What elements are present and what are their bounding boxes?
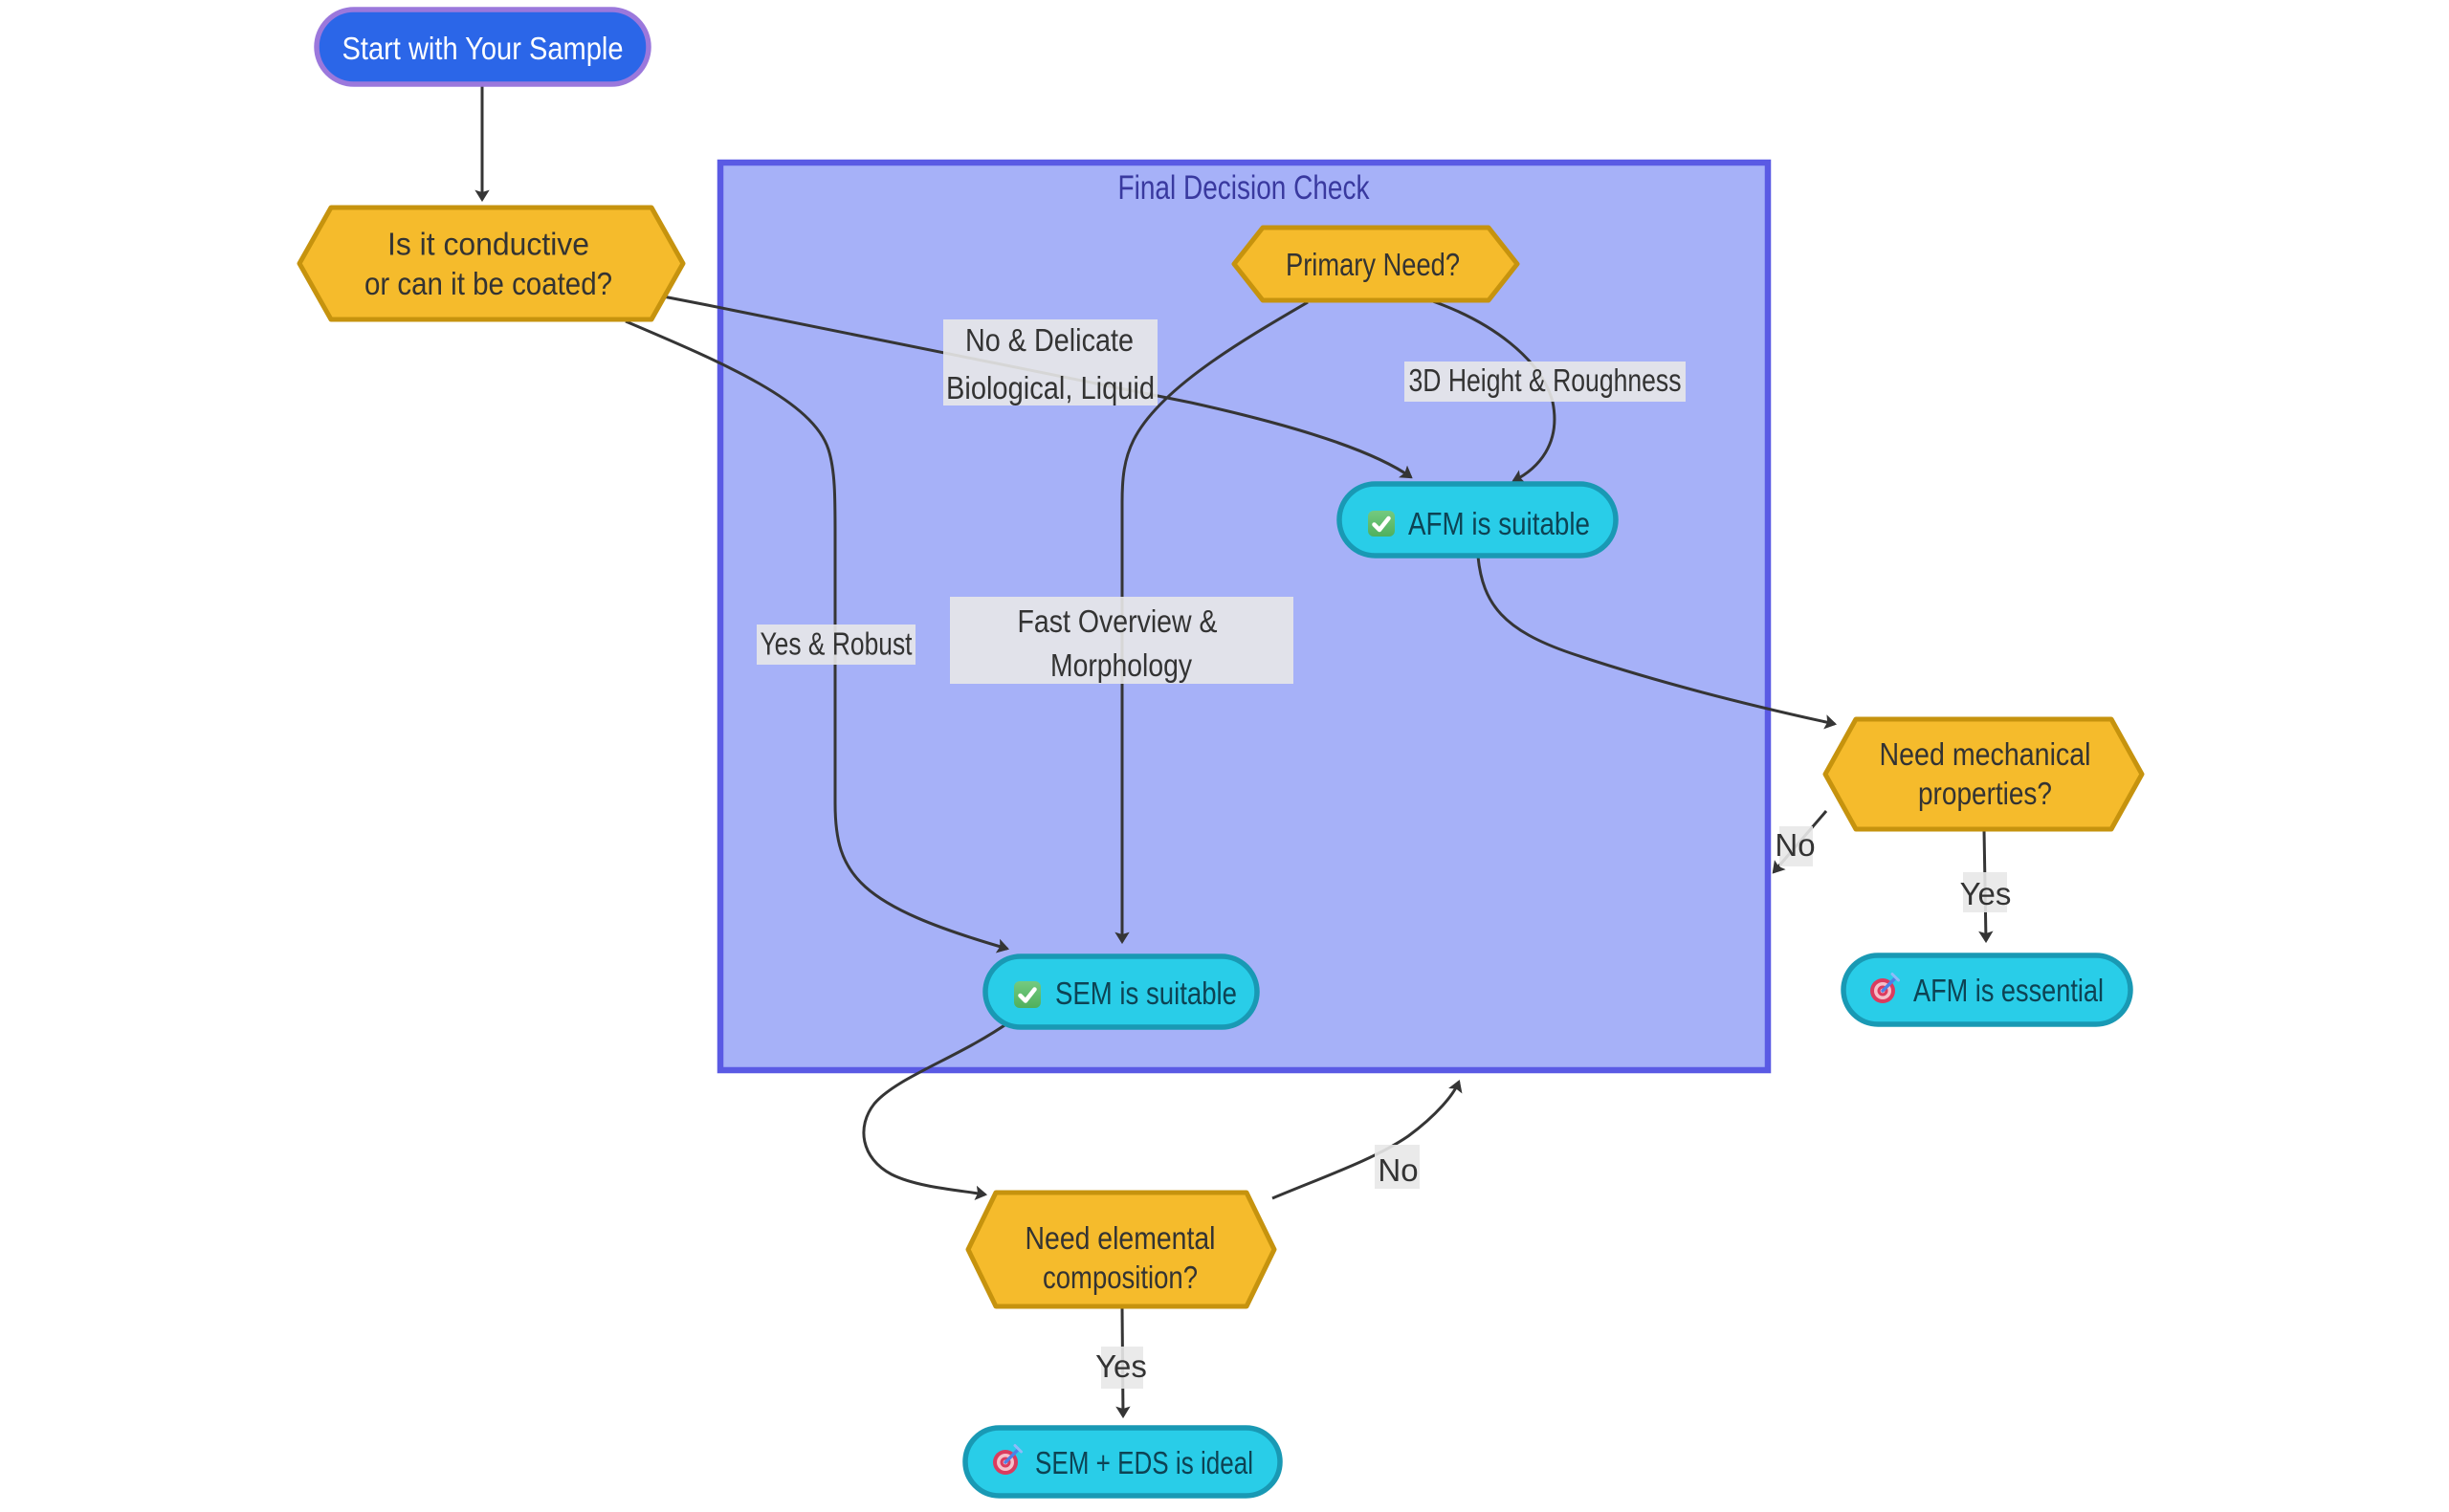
svg-text:No: No (1775, 827, 1815, 863)
svg-text:Primary Need?: Primary Need? (1286, 247, 1460, 282)
svg-text:AFM is suitable: AFM is suitable (1408, 506, 1590, 541)
svg-text:or can it be coated?: or can it be coated? (364, 266, 612, 301)
svg-text:AFM is essential: AFM is essential (1913, 973, 2104, 1008)
svg-text:No: No (1378, 1152, 1418, 1188)
svg-text:Yes: Yes (1095, 1348, 1147, 1384)
svg-text:Start with Your Sample: Start with Your Sample (342, 31, 624, 66)
svg-text:properties?: properties? (1918, 776, 2052, 811)
svg-text:Fast Overview &: Fast Overview & (1018, 603, 1218, 639)
svg-text:Need elemental: Need elemental (1026, 1220, 1216, 1256)
svg-text:Yes: Yes (1960, 876, 2012, 911)
svg-text:SEM is suitable: SEM is suitable (1055, 975, 1237, 1011)
svg-text:Biological, Liquid: Biological, Liquid (946, 370, 1155, 405)
svg-text:3D Height & Roughness: 3D Height & Roughness (1409, 362, 1682, 398)
svg-text:No & Delicate: No & Delicate (965, 322, 1134, 358)
svg-text:SEM + EDS is ideal: SEM + EDS is ideal (1035, 1445, 1253, 1480)
svg-text:Is it conductive: Is it conductive (387, 227, 589, 262)
svg-text:Need mechanical: Need mechanical (1880, 736, 2091, 772)
svg-text:Morphology: Morphology (1050, 647, 1192, 683)
svg-text:composition?: composition? (1043, 1260, 1198, 1295)
svg-text:Yes & Robust: Yes & Robust (761, 626, 913, 662)
svg-text:Final Decision Check: Final Decision Check (1118, 169, 1370, 207)
